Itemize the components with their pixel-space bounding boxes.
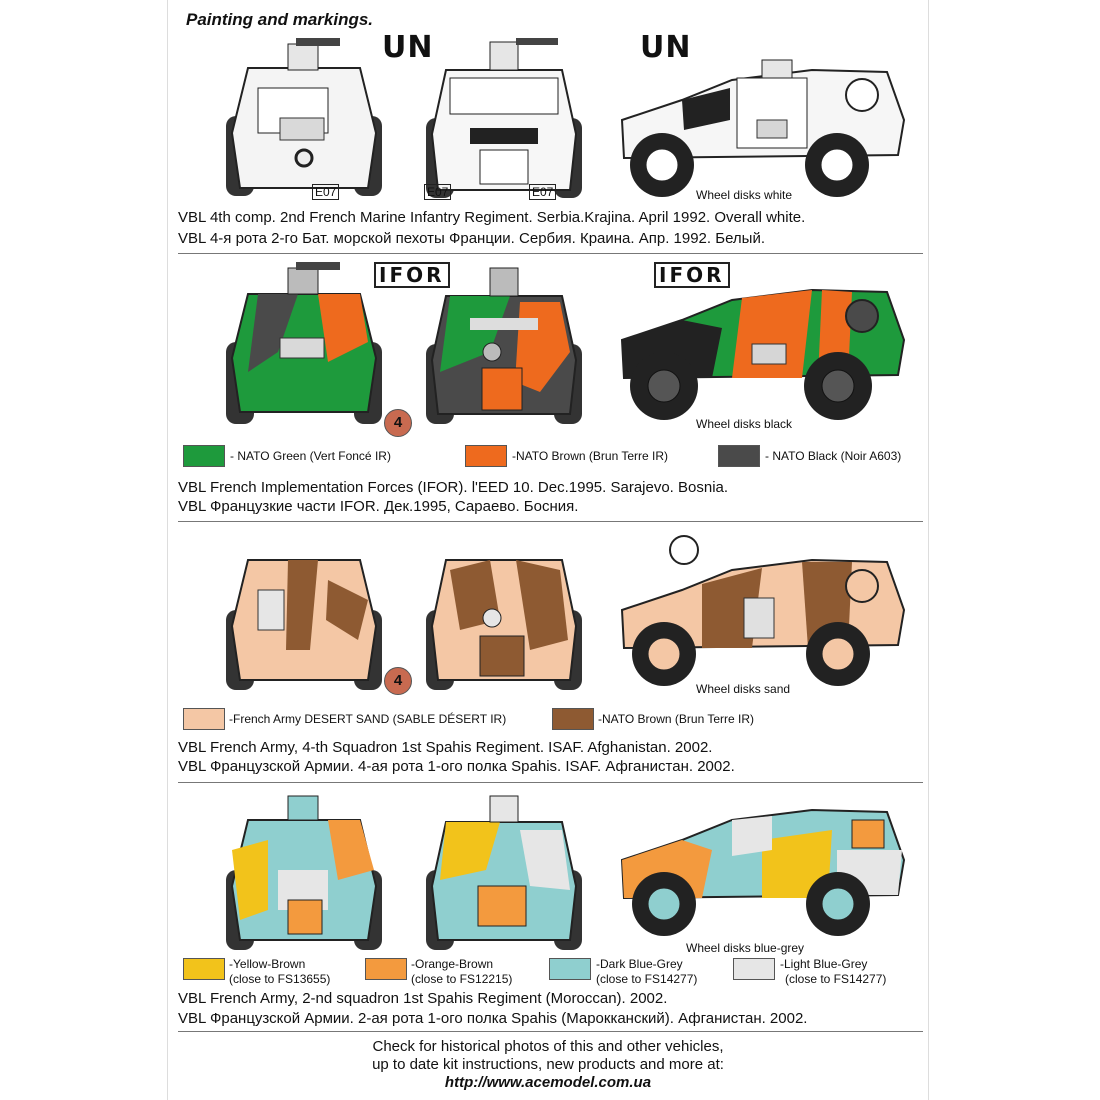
vehicle-side-view-moroccan [620, 808, 906, 936]
wheel-note: Wheel disks white [696, 188, 793, 202]
un-marking: UN [382, 30, 434, 65]
footer-line-1: Check for historical photos of this and … [372, 1038, 724, 1055]
section-divider [178, 782, 923, 783]
caption-english: VBL French Army, 2-nd squadron 1st Spahi… [178, 990, 668, 1007]
vehicle-side-view-ifor [620, 288, 906, 420]
un-marking: UN [640, 30, 692, 65]
swatch-label: -French Army DESERT SAND (SABLE DÉSERT I… [229, 712, 507, 726]
vehicle-rear-view-desert [226, 559, 382, 690]
vehicle-front-view-desert [426, 559, 582, 690]
decal-number-badge: 4 [384, 409, 412, 437]
caption-russian: VBL Французской Армии. 4-ая рота 1-ого п… [178, 758, 735, 775]
ifor-marking: IFOR [654, 262, 730, 288]
caption-english: VBL French Army, 4-th Squadron 1st Spahi… [178, 739, 713, 756]
page-title: Painting and markings. [186, 10, 374, 29]
decal-number-badge: 4 [384, 667, 412, 695]
vehicle-front-view-un [426, 38, 582, 198]
caption-russian: VBL 4-я рота 2-го Бат. морской пехоты Фр… [178, 230, 765, 247]
section-divider [178, 253, 923, 254]
footer-line-2: up to date kit instructions, new product… [372, 1056, 724, 1073]
vehicle-front-view-moroccan [426, 795, 582, 950]
color-swatch-yellow-brown [183, 958, 225, 980]
website-link[interactable]: http://www.acemodel.com.ua [444, 1074, 652, 1091]
swatch-label: (close to FS12215) [411, 972, 513, 986]
serial-label: E07 [529, 184, 557, 200]
swatch-label: -Light Blue-Grey [780, 957, 868, 971]
color-swatch-nato-black [718, 445, 760, 467]
ifor-marking: IFOR [374, 262, 450, 288]
section-divider [178, 1031, 923, 1032]
caption-english: VBL 4th comp. 2nd French Marine Infantry… [178, 209, 806, 226]
swatch-label: -NATO Brown (Brun Terre IR) [598, 712, 755, 726]
wheel-note: Wheel disks blue-grey [686, 941, 805, 955]
color-swatch-desert-sand [183, 708, 225, 730]
vehicle-rear-view-moroccan [226, 795, 382, 950]
serial-label: E07 [424, 184, 452, 200]
color-swatch-light-blue-grey [733, 958, 775, 980]
serial-label: E07 [312, 184, 340, 200]
swatch-label: -NATO Brown (Brun Terre IR) [512, 449, 669, 463]
wheel-note: Wheel disks sand [696, 682, 791, 696]
vehicle-side-view-un [620, 59, 906, 197]
section-divider [178, 521, 923, 522]
color-swatch-orange-brown [365, 958, 407, 980]
vehicle-rear-view-ifor [226, 262, 382, 424]
wheel-note: Wheel disks black [696, 417, 793, 431]
swatch-label: - NATO Black (Noir A603) [765, 449, 902, 463]
swatch-label: (close to FS14277) [596, 972, 698, 986]
swatch-label: -Yellow-Brown [229, 957, 306, 971]
color-swatch-dark-blue-grey [549, 958, 591, 980]
vehicle-rear-view-un [226, 38, 382, 196]
color-swatch-nato-brown [465, 445, 507, 467]
swatch-label: (close to FS13655) [229, 972, 331, 986]
swatch-label: (close to FS14277) [785, 972, 887, 986]
vehicle-front-view-ifor [426, 267, 582, 424]
swatch-label: -Orange-Brown [411, 957, 494, 971]
caption-russian: VBL Французской Армии. 2-ая рота 1-ого п… [178, 1010, 808, 1027]
vehicle-side-view-desert [620, 535, 906, 686]
caption-english: VBL French Implementation Forces (IFOR).… [178, 479, 729, 496]
color-swatch-nato-green [183, 445, 225, 467]
color-swatch-nato-brown [552, 708, 594, 730]
swatch-label: -Dark Blue-Grey [596, 957, 683, 971]
swatch-label: - NATO Green (Vert Foncé IR) [230, 449, 391, 463]
caption-russian: VBL Французкие части IFOR. Дек.1995, Сар… [178, 498, 579, 515]
